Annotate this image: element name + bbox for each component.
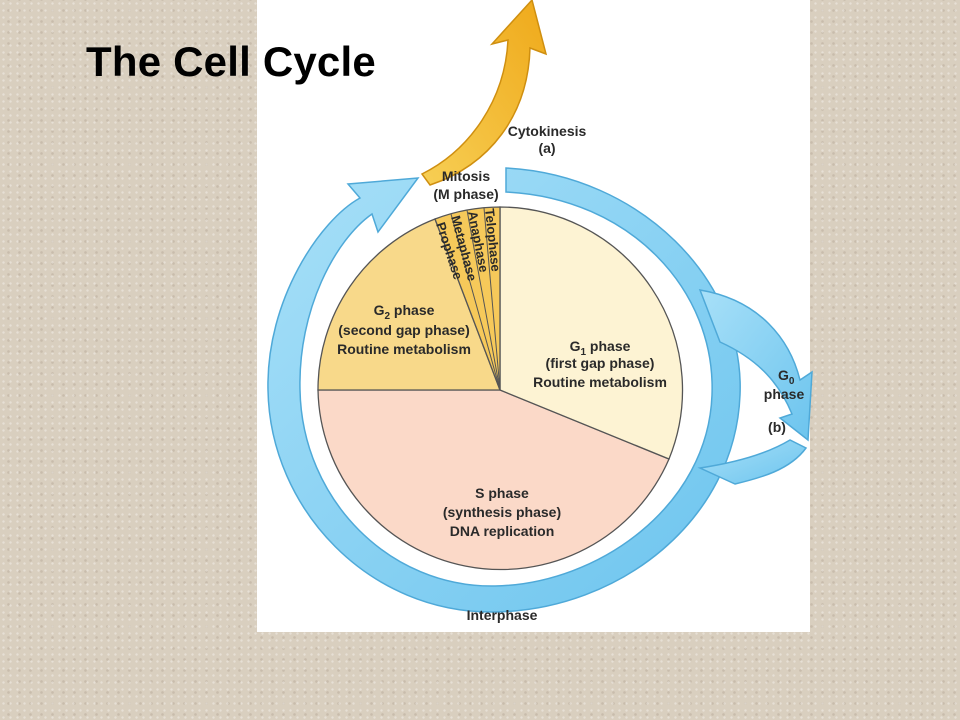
mitosis-divider	[483, 207, 501, 391]
s-line1: S phase	[475, 485, 529, 501]
g0-tag: (b)	[768, 419, 786, 435]
g0-label: G0	[778, 367, 795, 387]
g1-label: G1 phase	[570, 338, 631, 358]
g1-line2: (first gap phase)	[546, 355, 655, 371]
mitosis-sub-label: (M phase)	[433, 186, 498, 202]
interphase-arrow	[267, 167, 741, 613]
g0-arrow	[698, 289, 813, 442]
g0-return-arrow	[697, 439, 808, 485]
mitosis-divider	[450, 213, 501, 391]
cytokinesis-label: Cytokinesis	[508, 123, 587, 139]
g1-line3: Routine metabolism	[533, 374, 667, 390]
g2-label: G2 phase	[374, 302, 435, 322]
telophase-label: Telophase	[482, 208, 504, 273]
cytokinesis-tag: (a)	[538, 140, 555, 156]
slide-title: The Cell Cycle	[86, 38, 376, 85]
s-phase-slice	[317, 389, 670, 571]
mitosis-divider	[466, 209, 501, 391]
g1-phase-slice	[499, 206, 684, 460]
cytokinesis-arrow	[420, 0, 548, 186]
g2-line2: (second gap phase)	[338, 322, 469, 338]
g2-phase-slice	[317, 218, 501, 391]
mitosis-label: Mitosis	[442, 168, 490, 184]
g0-line2: phase	[764, 386, 805, 402]
s-line3: DNA replication	[450, 523, 555, 539]
s-line2: (synthesis phase)	[443, 504, 561, 520]
interphase-label: Interphase	[467, 607, 538, 623]
g2-line3: Routine metabolism	[337, 341, 471, 357]
